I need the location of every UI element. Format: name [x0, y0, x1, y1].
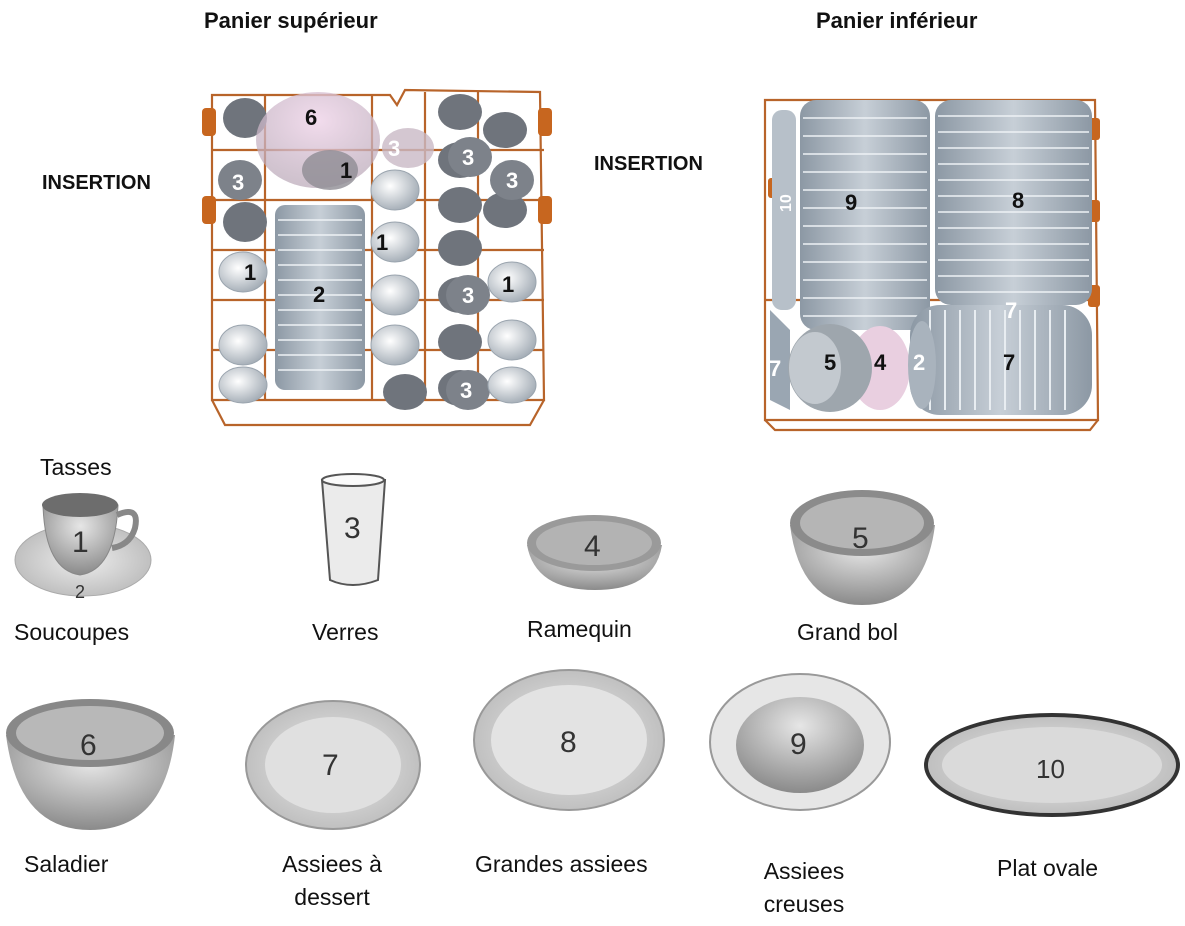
legend-number-1: 1 — [72, 526, 89, 559]
upper-label-3a: 3 — [388, 136, 400, 161]
lower-label-9: 9 — [845, 190, 857, 215]
caption-assiettes-creuses-line2: creuses — [763, 891, 845, 917]
cup-saucer-illustration — [14, 493, 152, 597]
lower-insertion-label: INSERTION — [594, 153, 703, 175]
caption-assiettes-dessert-line1: Assiees à — [282, 851, 382, 877]
upper-saucer-stack — [275, 205, 365, 390]
caption-ramequin: Ramequin — [527, 616, 632, 642]
caption-assiettes-dessert-line2: dessert — [294, 884, 370, 910]
caption-assiettes-dessert: Assiees à dessert — [272, 851, 392, 911]
caption-grand-bol: Grand bol — [797, 619, 899, 645]
upper-label-1c: 1 — [244, 260, 256, 285]
upper-label-1d: 1 — [502, 272, 514, 297]
upper-label-2: 2 — [313, 282, 325, 307]
lower-basket: 9 8 7 7 7 5 4 2 10 — [763, 98, 1100, 432]
upper-basket: 6 1 3 3 3 3 3 3 1 1 1 2 — [202, 88, 552, 427]
legend-number-9: 9 — [790, 728, 807, 761]
lower-label-8: 8 — [1012, 188, 1024, 213]
caption-assiettes-creuses-line1: Assiees — [763, 858, 845, 884]
lower-label-7c: 7 — [769, 356, 781, 381]
lower-basket-title: Panier inférieur — [816, 8, 978, 33]
legend-number-10: 10 — [1036, 754, 1065, 784]
caption-saladier: Saladier — [24, 851, 109, 877]
upper-label-1a: 1 — [340, 158, 352, 183]
lower-label-7b: 7 — [1005, 298, 1017, 323]
upper-label-3e: 3 — [462, 283, 474, 308]
upper-basket-title: Panier supérieur — [204, 8, 378, 33]
oval-platter-illustration — [924, 713, 1180, 817]
legend-number-2: 2 — [75, 582, 85, 602]
caption-verres: Verres — [312, 619, 379, 645]
upper-label-1b: 1 — [376, 230, 388, 255]
soup-plate-illustration — [709, 673, 891, 811]
legend-number-4: 4 — [584, 530, 601, 563]
caption-assiettes-creuses: Assiees creuses — [744, 858, 864, 918]
large-bowl-illustration — [790, 490, 935, 605]
lower-label-10: 10 — [778, 194, 795, 212]
lower-label-4: 4 — [874, 350, 887, 375]
upper-label-3c: 3 — [462, 145, 474, 170]
upper-insertion-label: INSERTION — [42, 172, 151, 194]
upper-label-3b: 3 — [232, 170, 244, 195]
caption-tasses: Tasses — [40, 454, 112, 480]
upper-label-3d: 3 — [506, 168, 518, 193]
legend-number-5: 5 — [852, 522, 869, 555]
glass-illustration — [320, 473, 387, 586]
lower-label-2: 2 — [913, 350, 925, 375]
ramekin-illustration — [527, 515, 662, 590]
upper-label-6: 6 — [305, 105, 317, 130]
upper-label-3f: 3 — [460, 378, 472, 403]
caption-grandes-assiettes: Grandes assiees — [475, 851, 648, 877]
lower-label-7a: 7 — [1003, 350, 1015, 375]
dessert-plate-illustration — [245, 700, 421, 830]
lower-label-5: 5 — [824, 350, 836, 375]
caption-soucoupes: Soucoupes — [14, 619, 130, 645]
legend-number-3: 3 — [344, 512, 361, 545]
large-plate-illustration — [473, 669, 665, 811]
salad-bowl-illustration — [6, 699, 175, 830]
legend-number-7: 7 — [322, 749, 339, 782]
caption-plat-ovale: Plat ovale — [997, 855, 1099, 881]
legend-number-6: 6 — [80, 729, 97, 762]
legend-number-8: 8 — [560, 726, 577, 759]
